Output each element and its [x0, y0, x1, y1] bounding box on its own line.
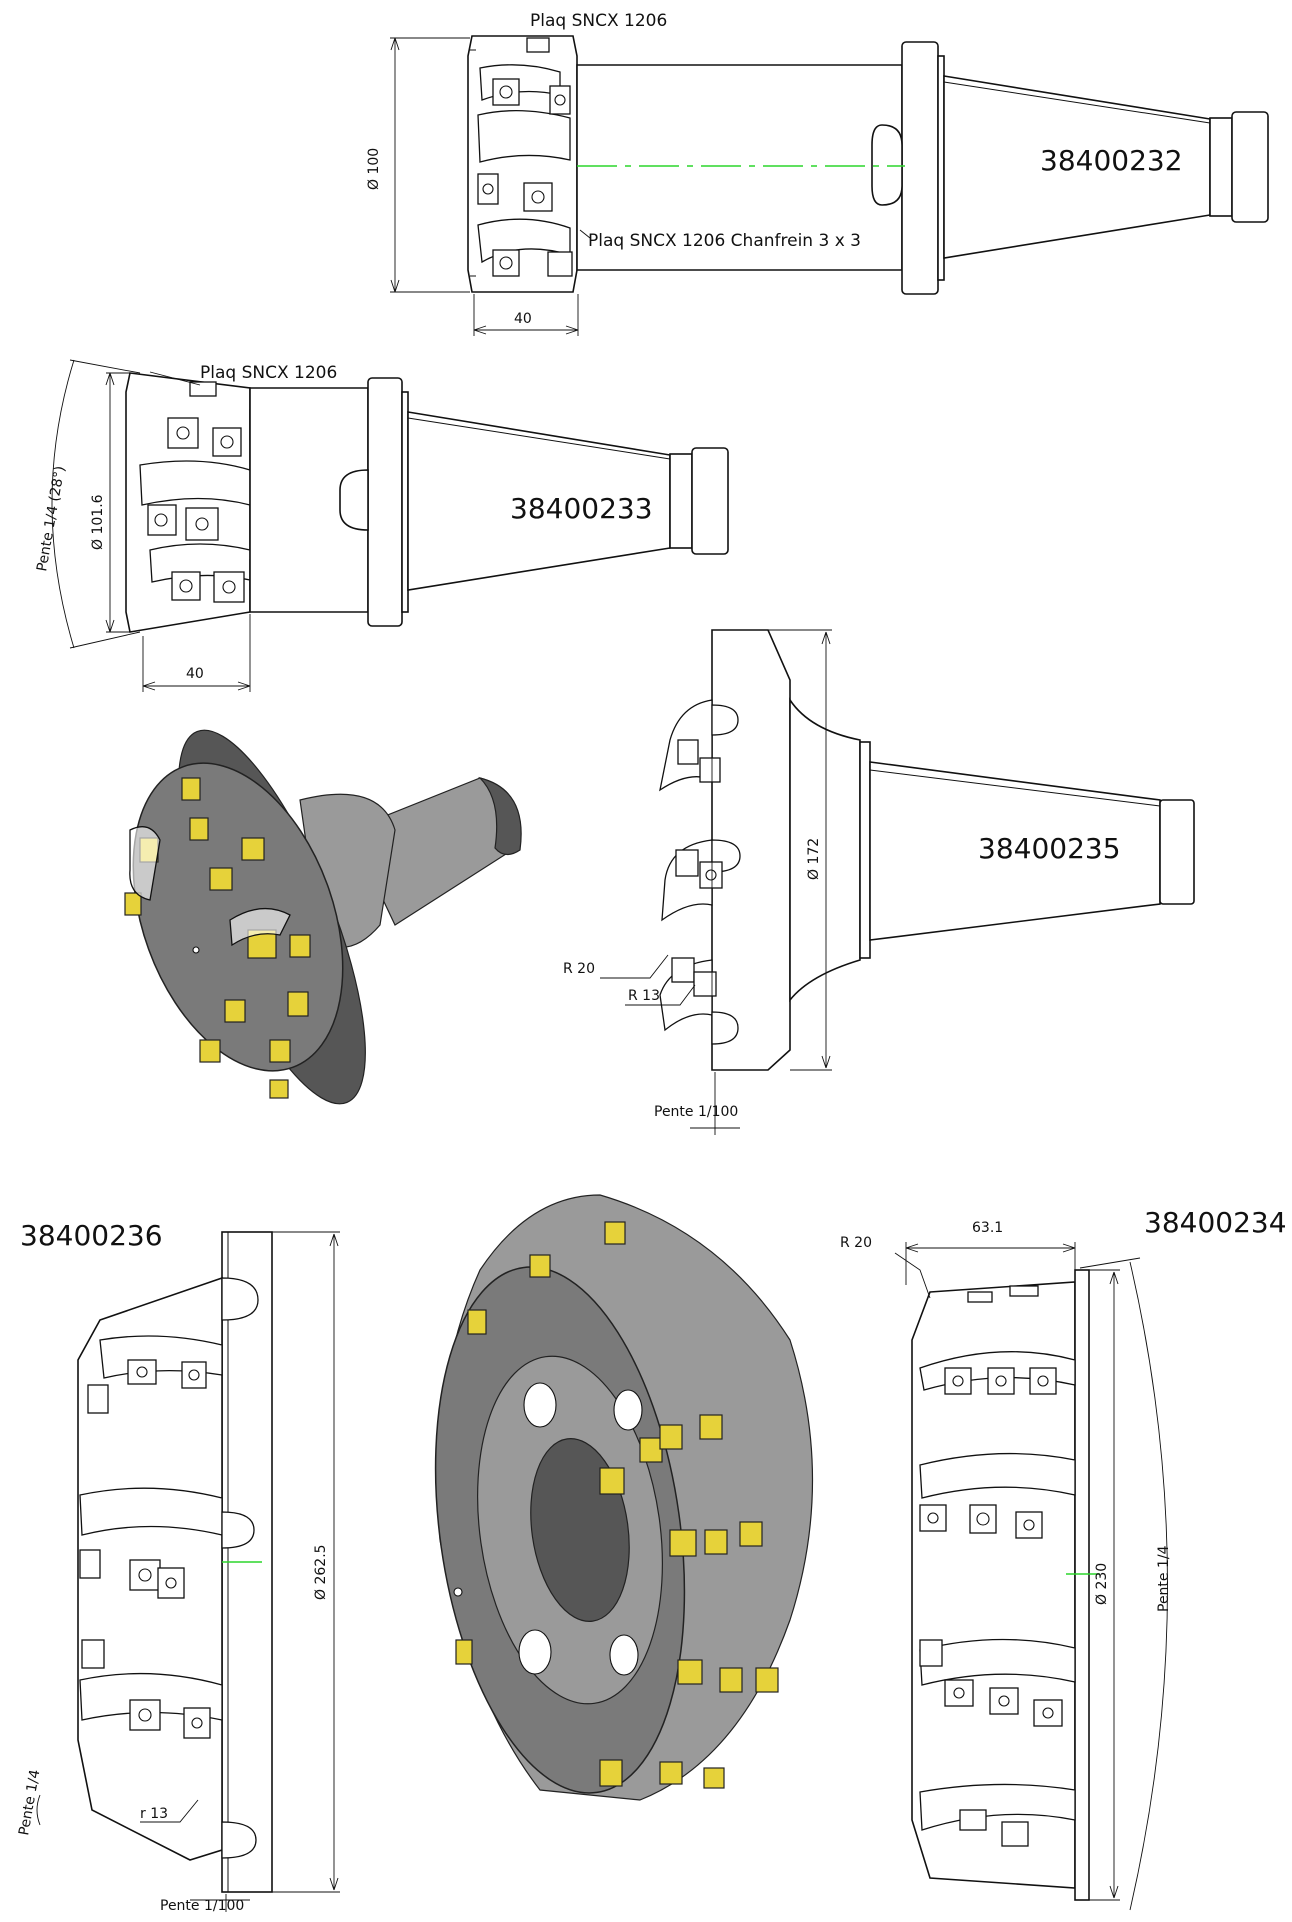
label-plaq-232: Plaq SNCX 1206 — [530, 11, 667, 31]
inserts-233 — [147, 381, 245, 603]
iso-view-face-mill-shank — [124, 729, 522, 1105]
part-number-38400236: 38400236 — [20, 1219, 163, 1252]
label-plaq-chamfer-232: Plaq SNCX 1206 Chanfrein 3 x 3 — [588, 231, 861, 251]
iso-inserts-2 — [455, 1221, 779, 1789]
dim-diameter-262-5: Ø 262.5 — [313, 1544, 329, 1600]
dim-radius-13-235: R 13 — [628, 988, 660, 1004]
inserts-232 — [477, 37, 573, 277]
inserts-236 — [79, 1359, 211, 1739]
part-number-38400232: 38400232 — [1040, 144, 1183, 177]
iso-bolt-holes — [518, 1382, 643, 1676]
label-plaq-233: Plaq SNCX 1206 — [200, 363, 337, 383]
dim-diameter-100: Ø 100 — [366, 148, 382, 190]
dim-pente-1-100-235: Pente 1/100 — [654, 1104, 738, 1120]
view-38400235 — [600, 629, 1195, 1135]
inserts-235 — [671, 739, 723, 997]
dim-diameter-230: Ø 230 — [1094, 1563, 1110, 1605]
part-number-38400235: 38400235 — [978, 832, 1121, 865]
dim-diameter-101-6: Ø 101.6 — [90, 494, 106, 550]
dim-radius-20-235: R 20 — [563, 961, 595, 977]
view-38400234 — [894, 1242, 1168, 1911]
dim-diameter-172: Ø 172 — [806, 838, 822, 880]
dim-pente-1-4-28: Pente 1/4 (28°) — [34, 465, 68, 573]
view-38400236 — [36, 1231, 340, 1912]
dim-radius-20-234: R 20 — [840, 1235, 872, 1251]
view-38400232 — [390, 35, 1269, 336]
dim-pente-1-4-234: Pente 1/4 — [1156, 1545, 1172, 1612]
dim-pente-1-4-236: Pente 1/4 — [16, 1768, 43, 1836]
part-number-38400233: 38400233 — [510, 492, 653, 525]
dim-width-63-1: 63.1 — [972, 1220, 1003, 1236]
dim-radius-13-236: r 13 — [140, 1806, 168, 1822]
inserts-234 — [919, 1285, 1063, 1847]
dim-width-40-233: 40 — [186, 666, 204, 682]
view-38400233 — [51, 359, 729, 692]
dim-width-40-232: 40 — [514, 311, 532, 327]
dim-pente-1-100-236: Pente 1/100 — [160, 1898, 244, 1914]
part-number-38400234: 38400234 — [1144, 1206, 1287, 1239]
iso-view-shell-mill — [434, 1194, 814, 1801]
